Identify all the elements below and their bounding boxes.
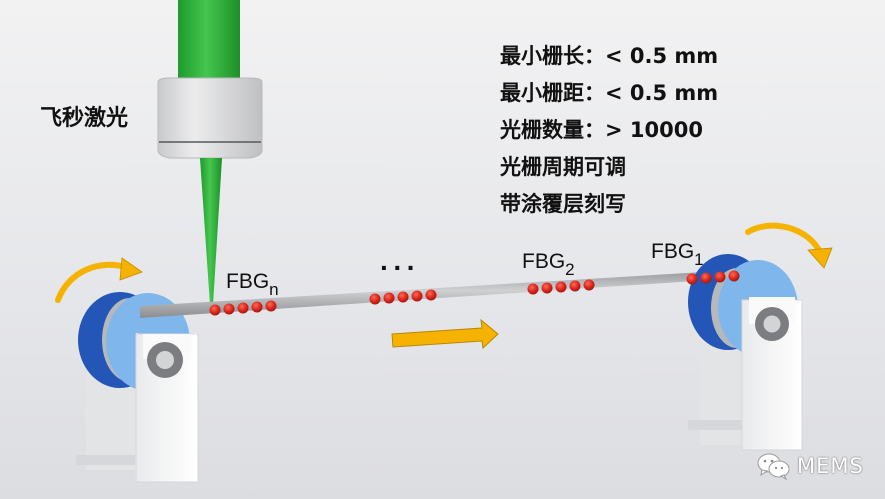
fbg-n-label: FBGn (226, 270, 279, 299)
spec-adjustable-period: 光栅周期可调 (500, 155, 626, 179)
spec-list: 最小栅长：< 0.5 mm 最小栅距：< 0.5 mm 光栅数量：> 10000… (500, 38, 718, 223)
watermark: MEMS (757, 452, 864, 480)
spec-through-coating: 带涂覆层刻写 (500, 192, 626, 216)
optical-fiber (140, 268, 770, 318)
focused-laser-beam (200, 158, 222, 305)
left-roller (76, 292, 199, 483)
grating-group-mid (369, 289, 437, 305)
spec-min-grating-length: 最小栅长：< 0.5 mm (500, 44, 719, 68)
laser-head (157, 0, 263, 305)
rotation-arrow-left (55, 261, 131, 303)
spec-grating-count: 光栅数量：> 10000 (500, 118, 703, 142)
laser-label: 飞秒激光 (40, 106, 129, 131)
fbg-1-label: FBG1 (651, 240, 704, 269)
wechat-icon (757, 453, 790, 480)
ellipsis-marker: ··· (380, 252, 420, 283)
watermark-text: MEMS (797, 454, 864, 478)
fbg-2-label: FBG2 (522, 250, 575, 279)
grating-group-2 (527, 279, 595, 295)
rotation-arrow-right (745, 222, 823, 255)
spec-min-grating-spacing: 最小栅距：< 0.5 mm (500, 81, 719, 105)
objective-lens (157, 77, 263, 159)
direction-arrow (391, 318, 499, 350)
grating-group-1 (686, 270, 740, 285)
laser-beam-column (178, 0, 240, 82)
grating-group-n (209, 300, 277, 316)
